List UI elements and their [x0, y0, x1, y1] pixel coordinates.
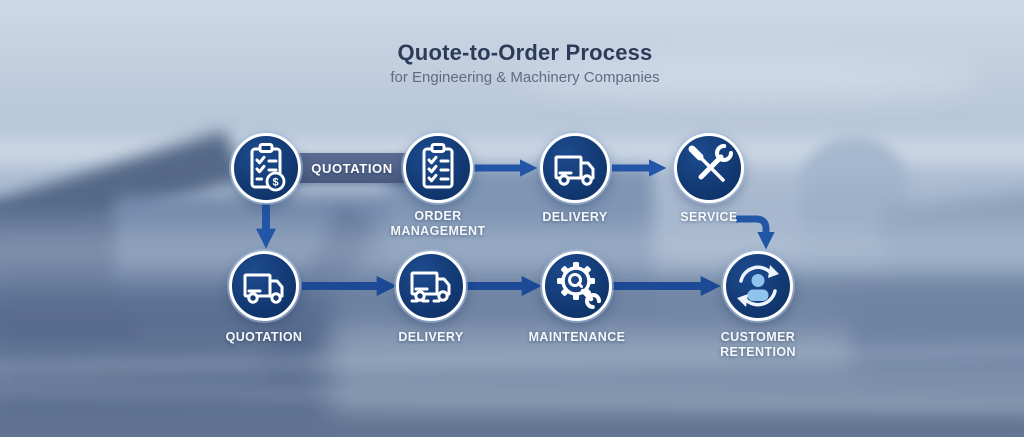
- page-title: Quote-to-Order Process: [397, 40, 653, 65]
- node-order-management-label: ORDER MANAGEMENT: [390, 209, 486, 238]
- node-order-management-circle: [403, 133, 473, 203]
- node-delivery-row1-circle: [540, 133, 610, 203]
- node-quotation-label: QUOTATION: [225, 330, 303, 344]
- delivery-truck-icon: [243, 273, 284, 304]
- clipboard-checklist-icon: [422, 143, 454, 189]
- node-quotation-circle: [229, 251, 299, 321]
- customer-loop-icon: [737, 265, 779, 307]
- node-quote-circle: $: [231, 133, 301, 203]
- node-maintenance-label: MAINTENANCE: [528, 330, 626, 344]
- node-customer-retention-circle: [723, 251, 793, 321]
- svg-text:$: $: [272, 177, 278, 189]
- node-maintenance-circle: [542, 251, 612, 321]
- gear-wrench-icon: [557, 262, 601, 309]
- delivery-truck-icon: [554, 155, 595, 186]
- quotation-connector-label: QUOTATION: [311, 160, 393, 176]
- node-delivery-row1-label: DELIVERY: [542, 210, 608, 224]
- service-tools-icon: [688, 144, 733, 182]
- page-subtitle: for Engineering & Machinery Companies: [390, 69, 660, 86]
- node-service-circle: [674, 133, 744, 203]
- node-delivery-row2-label: DELIVERY: [398, 330, 464, 344]
- delivery-truck-icon: [410, 271, 451, 303]
- quotation-connector-bar: QUOTATION: [294, 153, 410, 183]
- node-delivery-row2-circle: [396, 251, 466, 321]
- clipboard-dollar-icon: $: [250, 143, 286, 192]
- arrow-service-to-retention: [736, 215, 775, 250]
- node-service-label: SERVICE: [680, 210, 738, 224]
- node-customer-retention-label: CUSTOMER RETENTION: [720, 330, 796, 359]
